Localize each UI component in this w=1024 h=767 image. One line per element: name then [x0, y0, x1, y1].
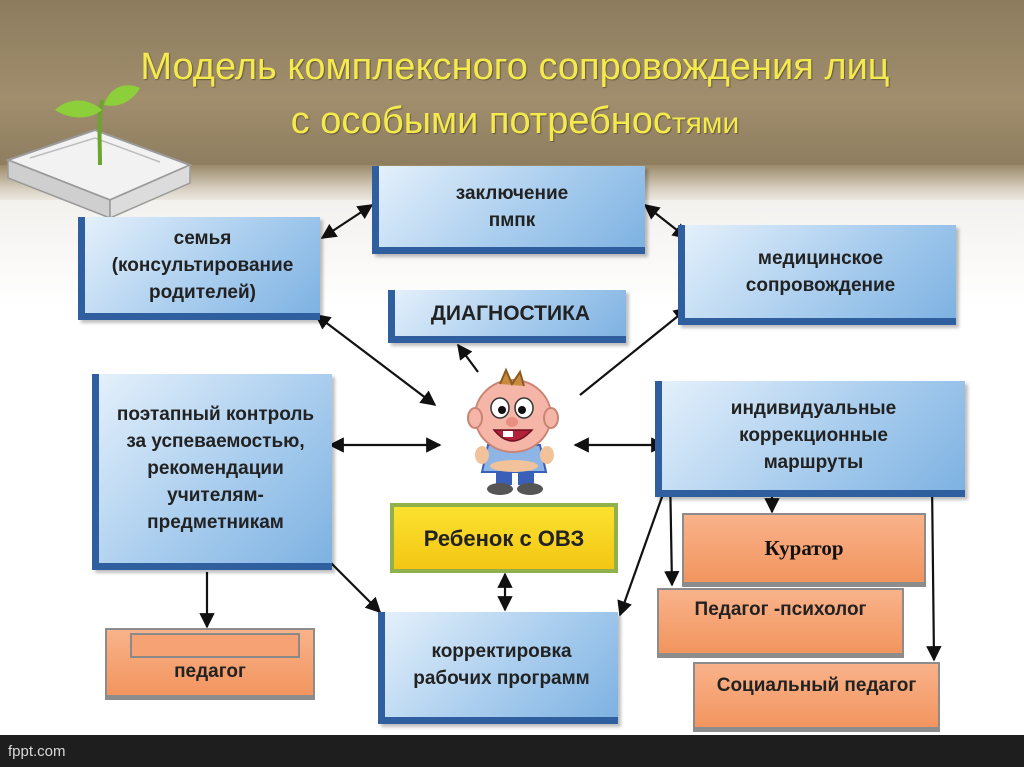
child-box: Ребенок с ОВЗ [390, 503, 618, 573]
diagnostics-box: ДИАГНОСТИКА [388, 290, 626, 343]
pedagog-inner-frame [130, 633, 300, 658]
family-box: семья (консультирование родителей) [78, 217, 320, 320]
arrow-routes-social [926, 481, 942, 662]
arrow-family-conclusion [320, 204, 374, 239]
title-line-2-main: с особыми потребнос [290, 100, 672, 142]
medical-box: медицинское сопровождение [678, 225, 956, 325]
arrow-child-diagnostics [457, 343, 479, 373]
conclusion-box: заключение пмпк [372, 166, 645, 254]
curator-box: Куратор [682, 513, 926, 587]
psychologist-label: Педагог -психолог [694, 599, 867, 620]
footer-bar: fppt.com [0, 735, 1024, 767]
diagnostics-label: ДИАГНОСТИКА [430, 301, 591, 325]
pedagog-label: педагог [174, 661, 246, 682]
title-line-1: Модель комплексного сопровождения лиц [140, 46, 890, 88]
curator-label: Куратор [764, 536, 844, 560]
conclusion-label: заключение пмпк [455, 182, 569, 231]
title-line-2-tail: тями [671, 107, 740, 140]
arrow-family-child [314, 314, 437, 406]
footer-brand: fppt.com [8, 743, 66, 760]
page-title: Модель комплексного сопровождения лиц с … [30, 40, 1000, 151]
arrow-child-medical [579, 307, 690, 396]
family-label: семья (консультирование родителей) [111, 227, 294, 303]
control-box: поэтапный контроль за успеваемостью, рек… [92, 374, 332, 570]
psychologist-box: Педагог -психолог [657, 588, 904, 658]
correction-label: корректировка рабочих программ [413, 640, 590, 689]
child-label: Ребенок с ОВЗ [423, 525, 585, 551]
routes-box: индивидуальные коррекционные маршруты [655, 381, 965, 497]
social-label: Социальный педагог [716, 675, 917, 696]
routes-label: индивидуальные коррекционные маршруты [730, 398, 897, 473]
medical-label: медицинское сопровождение [745, 247, 896, 296]
social-box: Социальный педагог [693, 662, 940, 732]
control-label: поэтапный контроль за успеваемостью, рек… [116, 404, 315, 533]
header-band [0, 0, 1024, 165]
arrow-routes-correction [617, 479, 670, 617]
title-line-2: с особыми потребностями [30, 94, 1000, 151]
arrow-control-correction [329, 561, 382, 614]
correction-box: корректировка рабочих программ [378, 612, 618, 724]
